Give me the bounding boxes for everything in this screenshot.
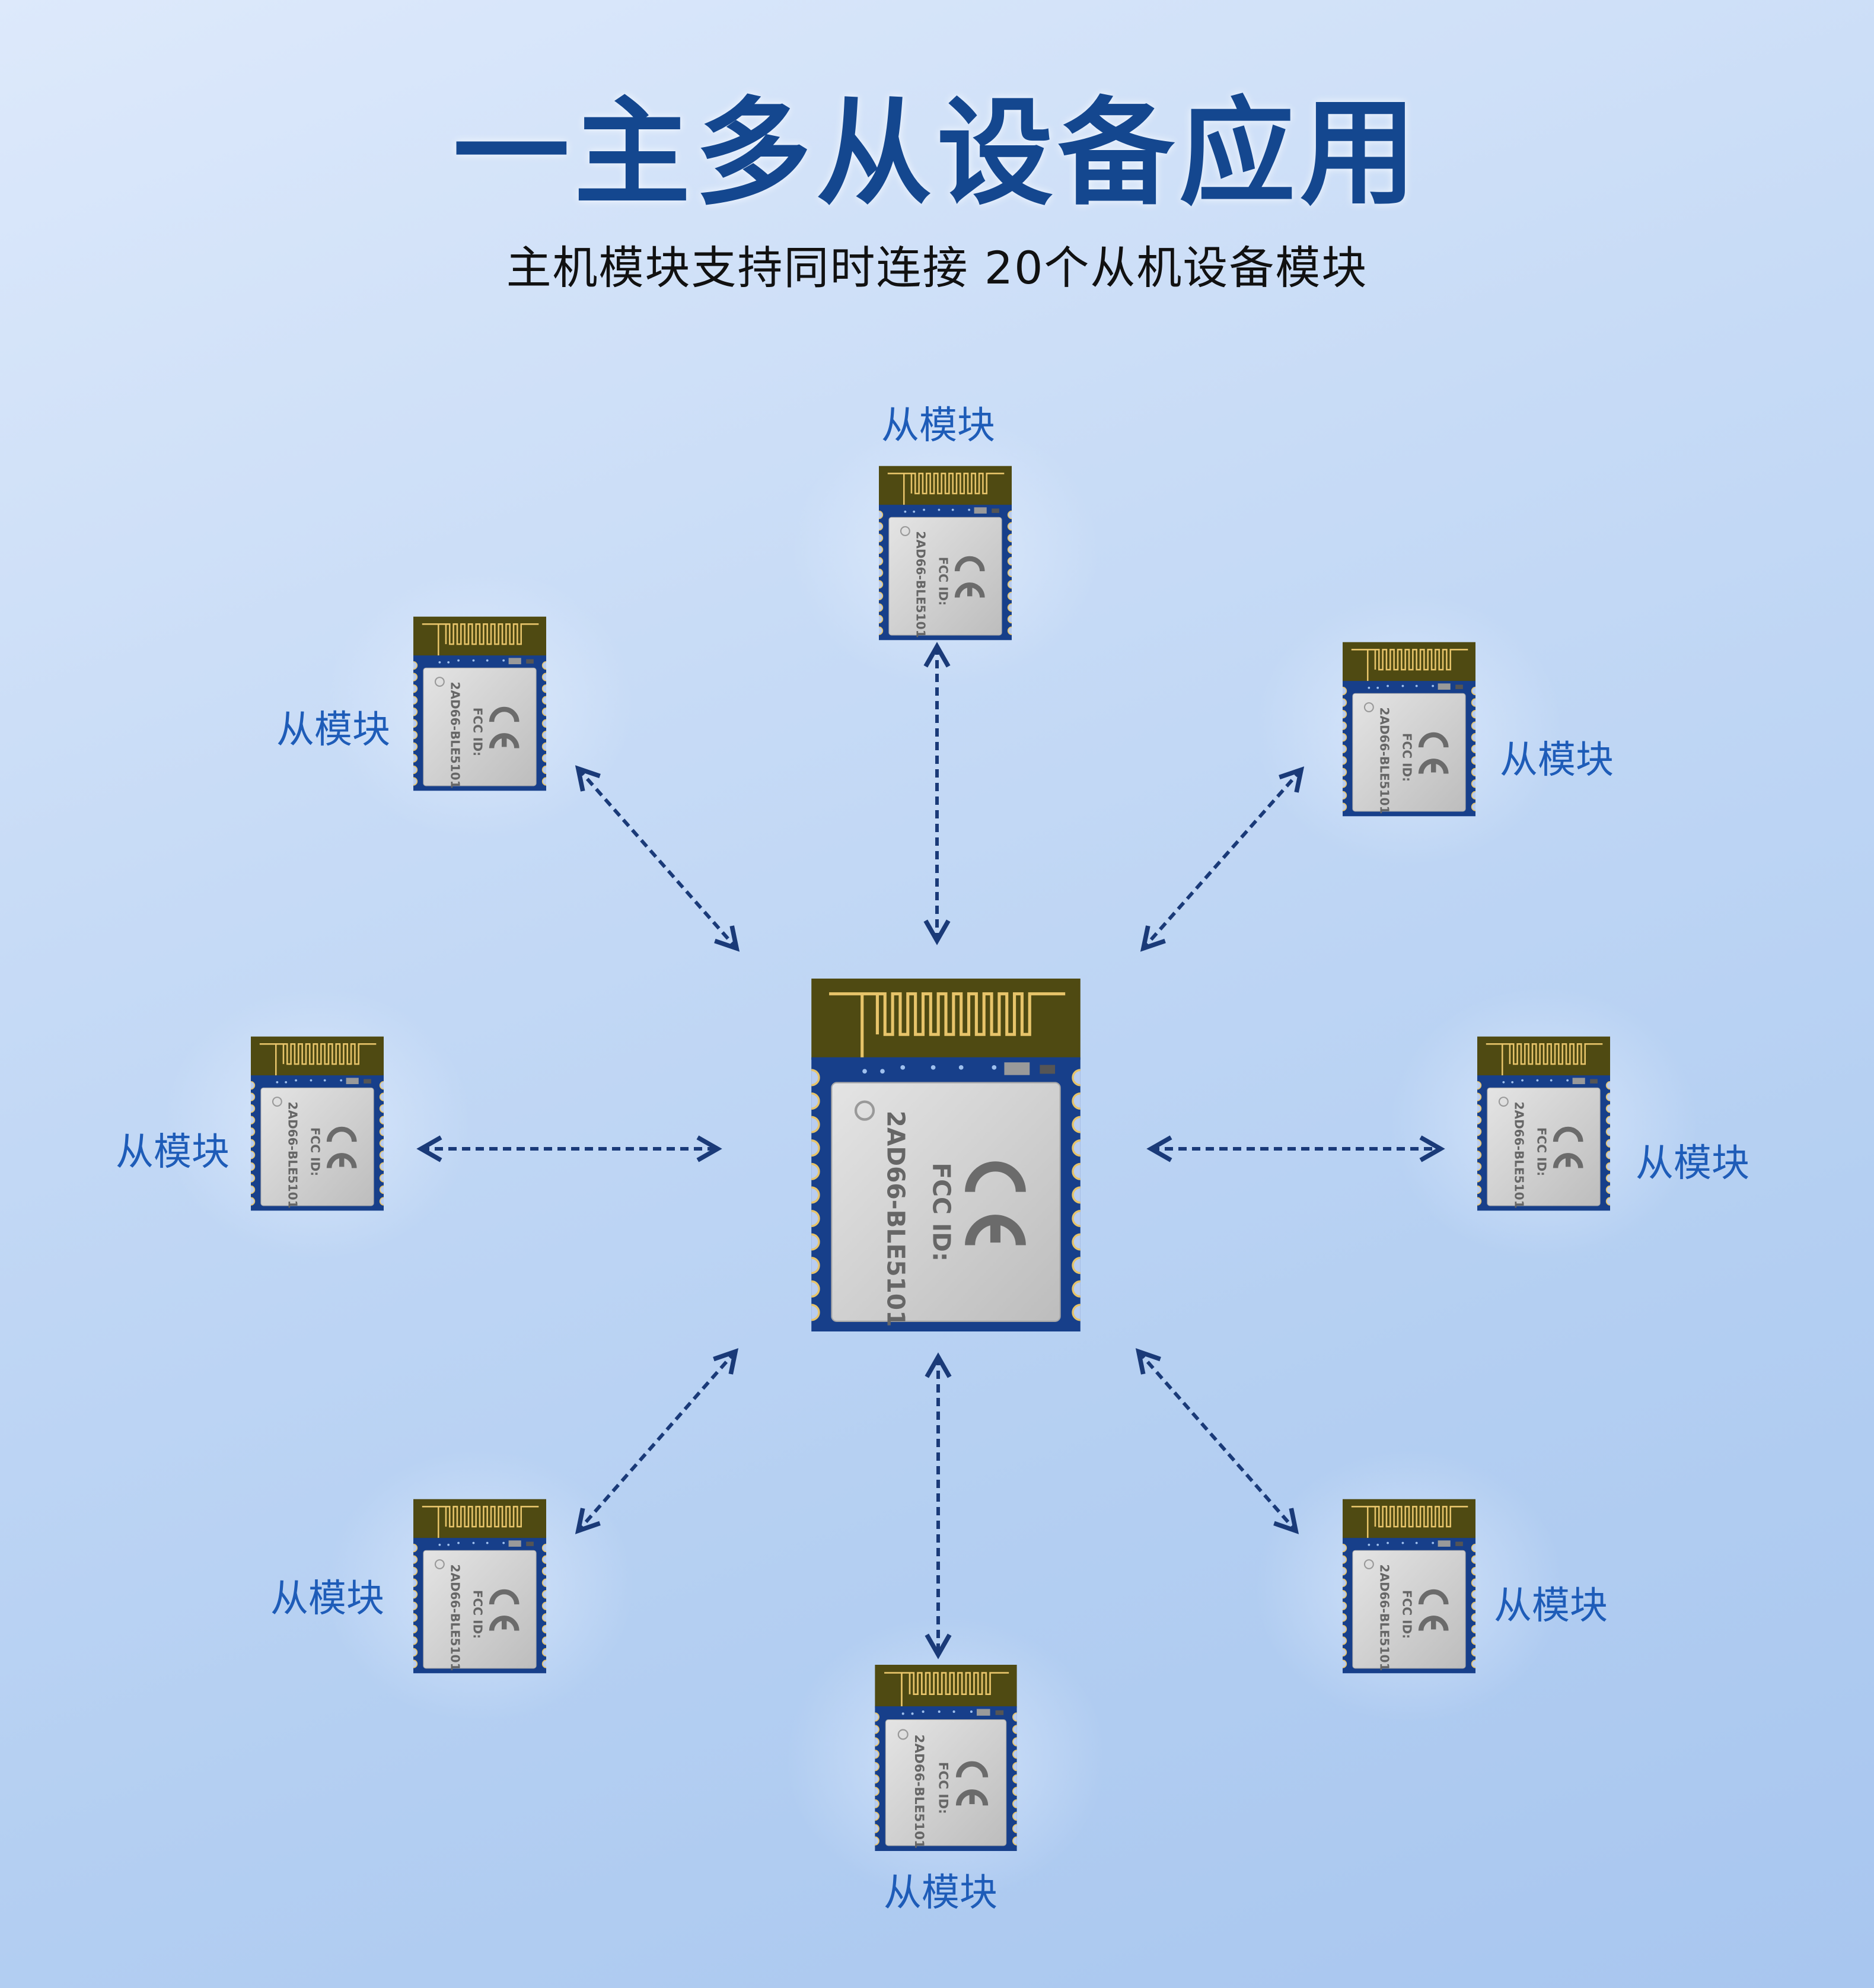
fcc-label-text: FCC ID: [936, 557, 950, 606]
fcc-id-text: 2AD66-BLE5101 [285, 1102, 299, 1209]
page-subtitle: 主机模块支持同时连接 20个从机设备模块 [506, 241, 1368, 294]
fcc-id-text: 2AD66-BLE5101 [448, 1565, 462, 1671]
slave-module-lower-right: 2AD66-BLE5101 FCC ID: [1343, 1499, 1475, 1674]
fcc-label-text: FCC ID: [470, 1590, 485, 1639]
master-module: 2AD66-BLE5101 FCC ID: [811, 979, 1081, 1331]
ce-mark-icon [965, 1161, 1026, 1245]
slave-label-top: 从模块 [881, 404, 995, 448]
slave-module-bottom: 2AD66-BLE5101 FCC ID: [875, 1665, 1017, 1851]
fcc-id-text: 2AD66-BLE5101 [1377, 1565, 1391, 1671]
slave-module-upper-right: 2AD66-BLE5101 FCC ID: [1343, 642, 1475, 817]
fcc-label-text: FCC ID: [1534, 1127, 1548, 1176]
ce-mark-icon [954, 556, 985, 598]
ce-mark-icon [489, 1589, 520, 1631]
slave-label-left: 从模块 [116, 1130, 230, 1174]
ce-mark-icon [1553, 1126, 1583, 1168]
fcc-id-text: 2AD66-BLE5101 [448, 682, 462, 789]
slave-module-top: 2AD66-BLE5101 FCC ID: [879, 466, 1012, 641]
slave-module-upper-left: 2AD66-BLE5101 FCC ID: [413, 616, 546, 791]
fcc-label-text: FCC ID: [936, 1762, 951, 1814]
fcc-id-text: 2AD66-BLE5101 [1512, 1102, 1526, 1209]
slave-label-lower-right: 从模块 [1494, 1584, 1608, 1628]
fcc-label-text: FCC ID: [1400, 733, 1414, 782]
fcc-label-text: FCC ID: [1400, 1590, 1414, 1639]
ce-mark-icon [1418, 1589, 1449, 1631]
page-title: 一主多从设备应用 [452, 86, 1421, 221]
ce-mark-icon [1418, 732, 1449, 774]
slave-module-right: 2AD66-BLE5101 FCC ID: [1477, 1036, 1610, 1211]
ce-mark-icon [326, 1126, 357, 1168]
fcc-label-text: FCC ID: [308, 1127, 322, 1176]
slave-label-upper-right: 从模块 [1500, 738, 1614, 782]
arrow-lower-right [1135, 1348, 1299, 1534]
fcc-id-text: 2AD66-BLE5101 [913, 531, 928, 638]
slave-label-lower-left: 从模块 [270, 1577, 384, 1621]
slave-label-bottom: 从模块 [884, 1871, 997, 1915]
arrow-upper-right [1140, 766, 1305, 952]
slave-module-left: 2AD66-BLE5101 FCC ID: [251, 1036, 384, 1211]
slave-label-right: 从模块 [1636, 1142, 1749, 1186]
fcc-id-text: 2AD66-BLE5101 [1377, 708, 1391, 814]
arrow-upper-left [575, 765, 740, 952]
slave-module-lower-left: 2AD66-BLE5101 FCC ID: [413, 1499, 546, 1674]
fcc-label-text: FCC ID: [928, 1162, 956, 1261]
ce-mark-icon [489, 706, 520, 748]
ce-mark-icon [955, 1761, 989, 1806]
fcc-label-text: FCC ID: [470, 708, 485, 756]
fcc-id-text: 2AD66-BLE5101 [911, 1734, 926, 1848]
fcc-id-text: 2AD66-BLE5101 [882, 1111, 910, 1327]
slave-label-upper-left: 从模块 [276, 708, 390, 752]
arrow-lower-left [575, 1348, 739, 1534]
